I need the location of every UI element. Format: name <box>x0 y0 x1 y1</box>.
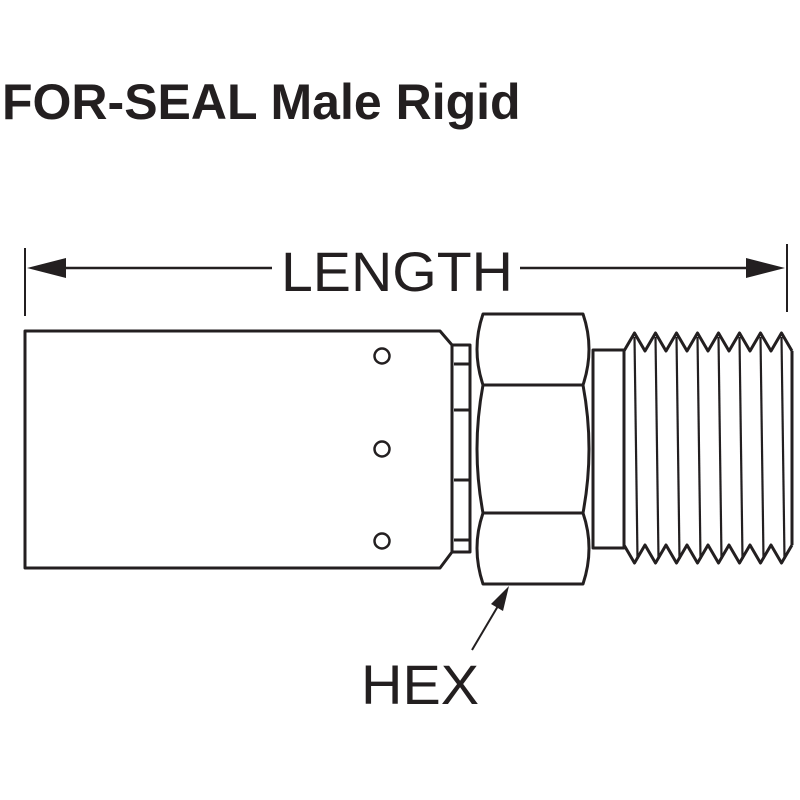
collar <box>450 343 472 554</box>
thread-bottom-profile <box>622 543 794 565</box>
thread-crest-line <box>759 336 765 560</box>
thread-crest-line <box>633 336 639 560</box>
hex-flat-bottom <box>475 511 591 586</box>
length-dimension <box>24 244 788 316</box>
hex-label: HEX <box>361 653 479 716</box>
socket-body <box>23 329 454 570</box>
thread-top-profile <box>622 331 794 353</box>
thread-crest-line <box>780 336 786 560</box>
hex-nut <box>475 312 591 586</box>
left-arrowhead <box>27 258 66 278</box>
thread-crest-line <box>654 336 660 560</box>
hex-leader-line <box>471 605 499 651</box>
thread-crest-line <box>675 336 681 560</box>
page-title: FOR-SEAL Male Rigid <box>2 74 521 130</box>
right-arrowhead <box>746 258 785 278</box>
crimp-hole-top <box>373 347 391 365</box>
crimp-hole-bottom <box>373 532 391 550</box>
dimension-label-backdrop <box>274 236 518 296</box>
hex-leader-arrowhead <box>491 586 509 611</box>
dimension-label: LENGTH <box>281 240 513 303</box>
thread-crest-line <box>696 336 702 560</box>
thread-crest-line <box>717 336 723 560</box>
thread-crest-line <box>738 336 744 560</box>
male-thread <box>622 331 794 565</box>
neck <box>591 348 626 550</box>
crimp-hole-middle <box>373 440 391 458</box>
hex-flat-top <box>475 312 591 387</box>
hex-flat-middle <box>475 383 591 515</box>
